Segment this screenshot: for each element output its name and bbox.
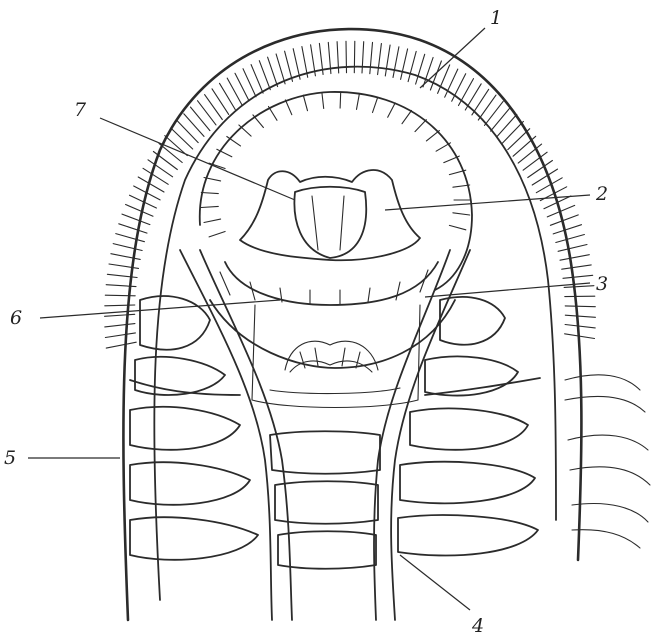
cuticle-striation: [362, 42, 364, 73]
cuticle-striation: [560, 255, 589, 261]
cuticle-striation: [508, 129, 530, 150]
cuticle-striation: [171, 128, 193, 149]
cuticle-striation: [393, 47, 399, 78]
cuticle-striation: [378, 44, 382, 75]
label-2: 2: [595, 183, 608, 205]
papilla: [357, 94, 360, 110]
label-6: 6: [10, 307, 22, 329]
cuticle-striation: [354, 41, 355, 72]
cuticle-striation: [465, 84, 481, 110]
cuticle-striation: [259, 61, 270, 90]
cuticle-striation: [159, 143, 182, 162]
papilla: [436, 143, 450, 151]
cuticle-striation: [122, 214, 150, 225]
papilla: [402, 111, 412, 124]
figure-labels: 1 2 3 4 5 6 7: [4, 7, 608, 637]
papilla: [453, 213, 470, 215]
papilla: [426, 131, 439, 141]
cuticle-striation: [212, 89, 229, 115]
cuticle-striation: [556, 235, 585, 243]
cuticle-striation: [558, 245, 587, 252]
cuticle-striation: [565, 325, 595, 328]
cuticle-striation: [111, 254, 140, 260]
cuticle-striation: [105, 295, 135, 296]
cuticle-striation: [119, 224, 147, 233]
cuticle-striation: [565, 306, 595, 307]
cuticle-striation: [564, 286, 594, 288]
cuticle-striation: [165, 136, 188, 156]
cuticle-striation: [268, 57, 278, 86]
papilla: [204, 219, 221, 222]
cuticle-striation: [565, 315, 595, 317]
cuticle-striation: [106, 342, 136, 348]
cuticle-striation: [478, 95, 496, 120]
label-3: 3: [596, 273, 608, 295]
cuticle-striation: [105, 314, 135, 316]
cuticle-striation: [562, 265, 592, 269]
cuticle-striation: [302, 47, 308, 78]
cuticle-striation: [401, 49, 408, 80]
cuticle-striation: [105, 333, 135, 338]
cuticle-striation: [126, 205, 153, 217]
cuticle-striation: [293, 49, 300, 79]
cuticle-striation: [370, 42, 373, 73]
cuticle-striation: [485, 101, 504, 125]
cuticle-striation: [105, 324, 135, 327]
papilla: [449, 225, 465, 229]
papilla: [415, 120, 426, 132]
papilla: [303, 95, 307, 111]
cuticle-striation: [198, 101, 217, 125]
cuticle-striation: [276, 54, 285, 84]
papilla: [269, 107, 278, 121]
papilla: [253, 115, 264, 128]
papilla: [388, 103, 396, 117]
papilla: [322, 93, 324, 109]
cuticle-striation: [491, 108, 511, 131]
cuticle-striation: [553, 225, 581, 234]
papilla: [201, 206, 218, 207]
papilla: [340, 92, 341, 108]
cuticle-striation: [346, 41, 347, 72]
papilla: [373, 97, 378, 112]
oral-structure: [240, 170, 420, 260]
papilla: [239, 125, 251, 136]
cuticle-striation: [184, 114, 204, 137]
cuticle-striation: [105, 305, 135, 306]
cuticle-striation: [497, 114, 517, 137]
papilla: [201, 193, 218, 194]
label-5: 5: [4, 447, 16, 469]
cuticle-striation: [191, 107, 210, 131]
papilla: [285, 100, 291, 115]
cuticle-striation: [285, 51, 293, 81]
cuticle-striation: [113, 244, 142, 251]
cuticle-striation: [385, 45, 390, 76]
cuticle-striation: [220, 83, 236, 109]
label-1: 1: [490, 7, 502, 29]
cuticle-striation: [513, 136, 536, 156]
label-4: 4: [471, 615, 484, 637]
cuticle-striation: [177, 121, 198, 143]
setae-bundle: [565, 375, 650, 548]
cuticle-striation: [502, 121, 523, 143]
papilla: [453, 185, 470, 187]
cuticle-striation: [472, 89, 489, 115]
cuticle-striation: [416, 54, 425, 84]
cuticle-striation: [116, 234, 145, 242]
cuticle-striation: [408, 51, 416, 81]
label-7: 7: [74, 99, 87, 121]
cuticle-striation: [205, 95, 223, 120]
cuticle-striation: [563, 275, 593, 278]
papilla: [209, 232, 225, 237]
